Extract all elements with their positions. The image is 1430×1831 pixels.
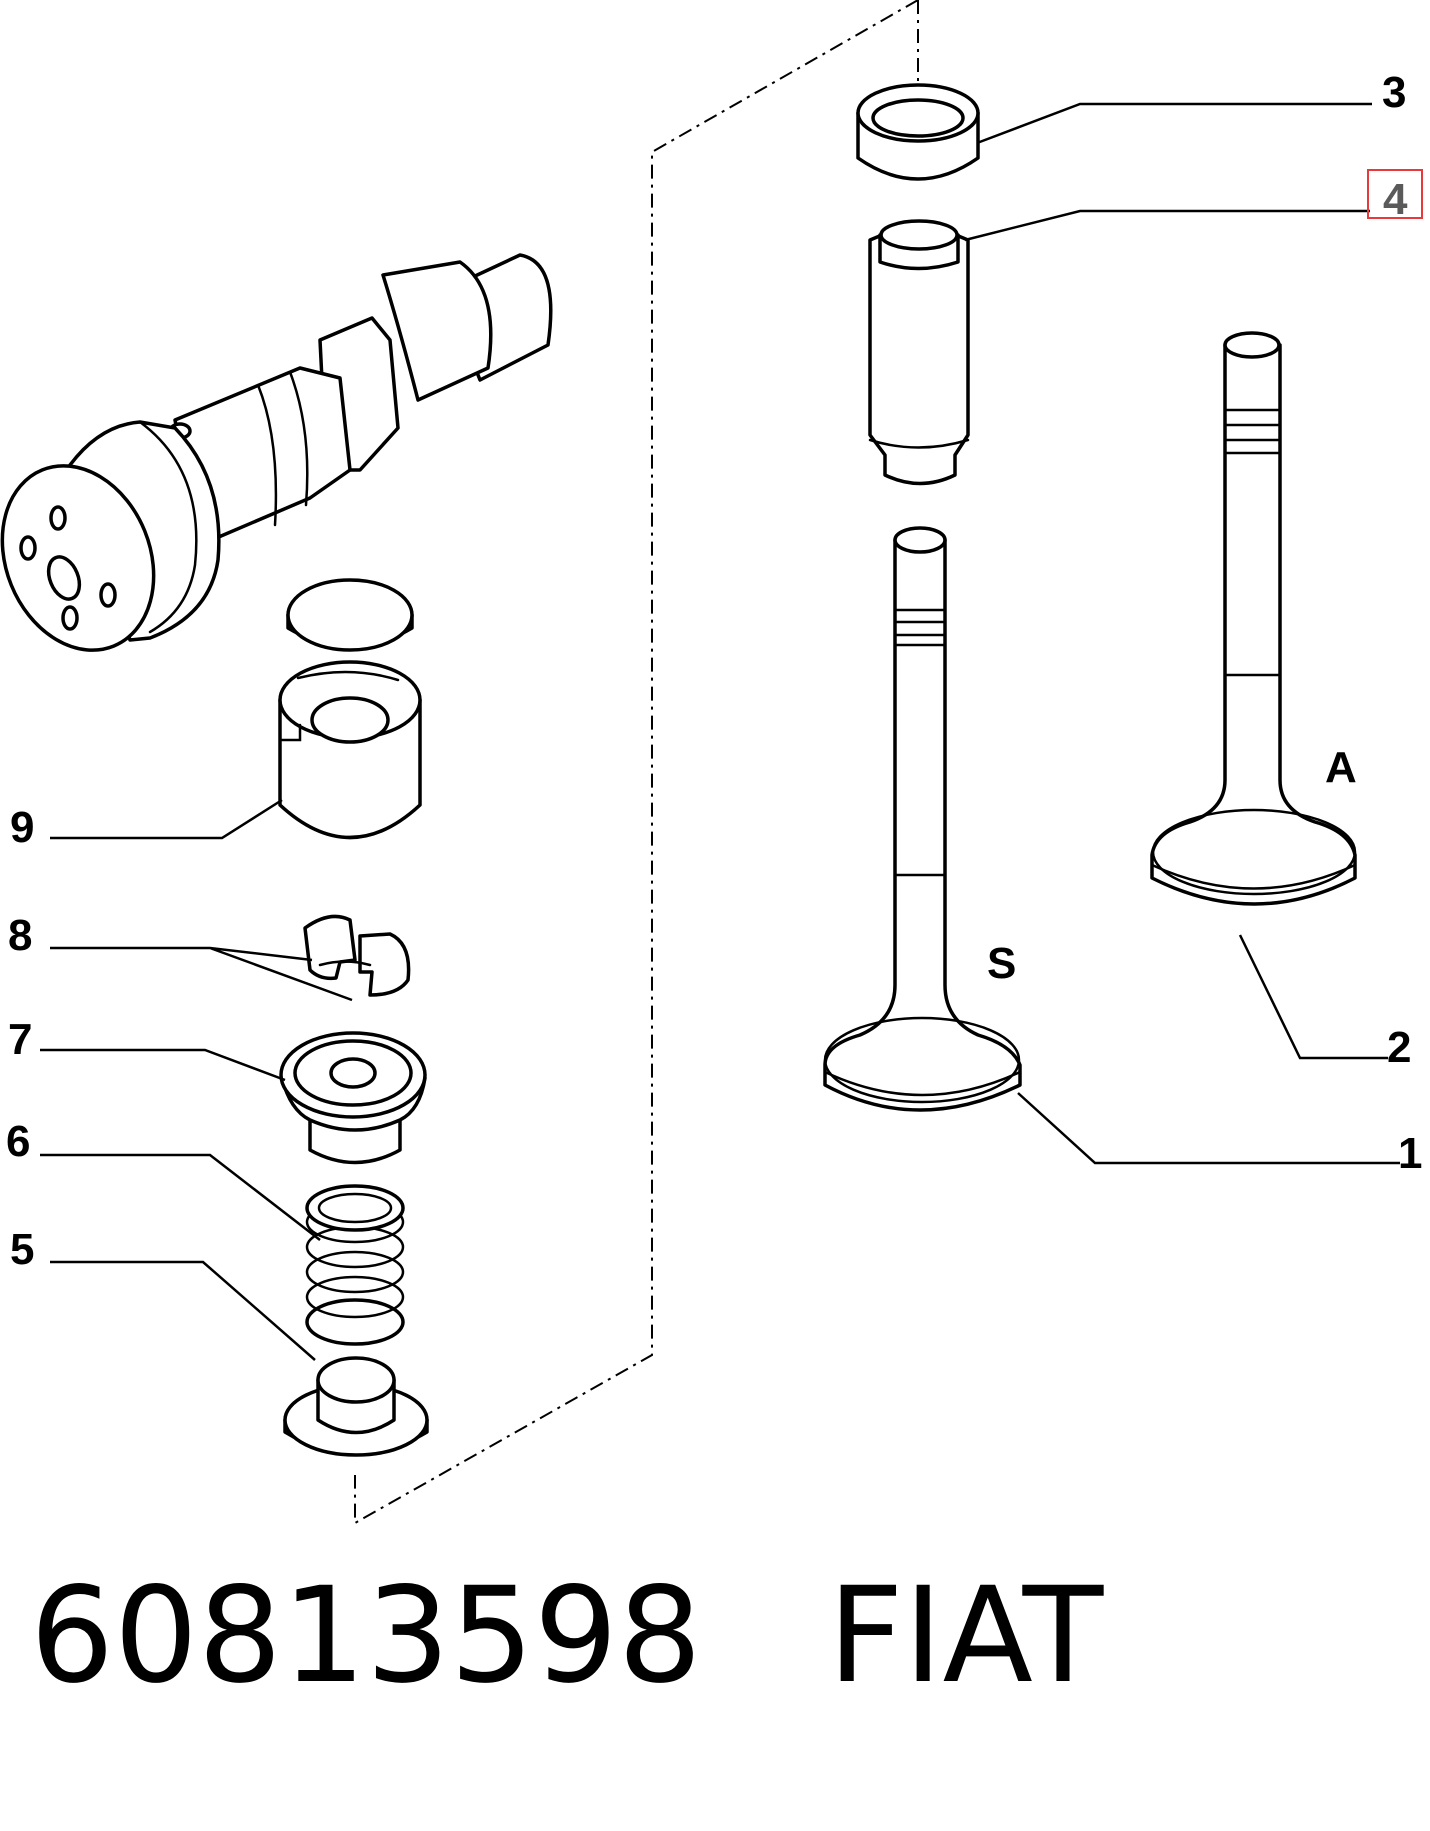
part-number: 60813598 <box>30 1559 702 1713</box>
callout-8: 8 <box>8 911 32 960</box>
exhaust-valve <box>823 526 1022 1112</box>
adjusting-shim <box>286 578 414 652</box>
tappet-bucket <box>278 660 422 840</box>
callout-1: 1 <box>1398 1129 1422 1178</box>
camshaft <box>0 253 553 652</box>
assembly-axis-dashed-line <box>354 0 919 1525</box>
spring-retainer-upper <box>279 1031 427 1165</box>
intake-valve <box>1150 331 1357 906</box>
part-number-footer: 60813598 FIAT <box>30 1570 1103 1702</box>
exhaust-label: S <box>987 939 1016 988</box>
callout-4: 4 <box>1383 175 1408 224</box>
valve-guide <box>868 219 970 486</box>
valve-cotters <box>303 914 411 997</box>
callout-5: 5 <box>10 1225 34 1274</box>
brand-name: FIAT <box>827 1559 1104 1713</box>
callout-3: 3 <box>1382 68 1406 117</box>
callout-6: 6 <box>6 1117 30 1166</box>
callout-4-highlight-box <box>1367 169 1423 219</box>
spring-seat-lower <box>283 1356 429 1457</box>
callout-9: 9 <box>10 803 34 852</box>
callout-2: 2 <box>1387 1023 1411 1072</box>
valve-spring <box>305 1184 405 1346</box>
valve-stem-seal <box>856 83 980 181</box>
leader-lines <box>40 102 1400 1361</box>
intake-label: A <box>1325 743 1357 792</box>
callout-7: 7 <box>8 1015 32 1064</box>
